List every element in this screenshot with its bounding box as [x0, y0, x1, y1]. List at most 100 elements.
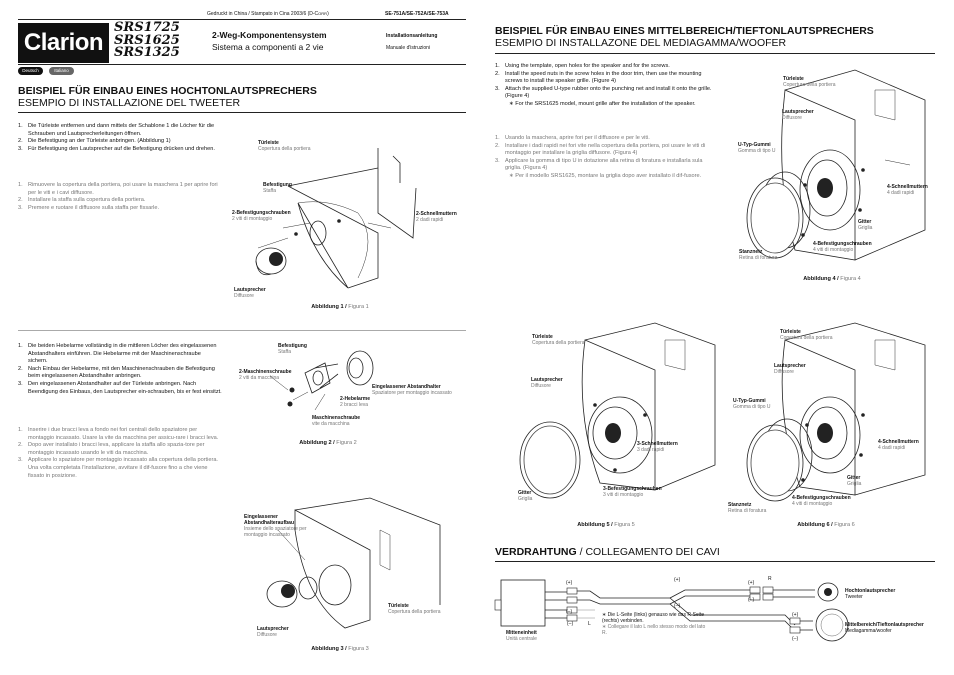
- tweeter-step2-it-2: 2. Dopo aver installato i bracci leva, ap…: [18, 442, 222, 457]
- fig1-caption: Abbildung 1 / Figura 1: [311, 304, 369, 310]
- step-number: 1.: [18, 182, 23, 188]
- tweeter-step-it-2: 2.Installare la staffa sulla copertura d…: [18, 197, 222, 205]
- fig4-caption: Abbildung 4 / Figura 4: [803, 276, 861, 282]
- caption-de: Abbildung 4: [803, 276, 836, 282]
- step-number: 3.: [495, 85, 500, 92]
- tab-deutsch[interactable]: Deutsch: [18, 67, 43, 75]
- tweeter-step2-de-2: 2. Nach Einbau der Hebelarme, mit den Mas…: [18, 366, 222, 381]
- tweeter-title-it: ESEMPIO DI INSTALLAZIONE DEL TWEETER: [18, 97, 241, 109]
- tweeter-steps2-de: 1.Die beiden Hebelarme vollständig in di…: [18, 343, 222, 396]
- label-de: Eingelassener Abstandhalteraufbau: [244, 514, 295, 526]
- label-de: 2-Befestigungschrauben: [232, 210, 291, 216]
- step-number: 3.: [18, 380, 23, 387]
- tweeter-step-de-1: 1.Die Türleiste entfernen und dann mitte…: [18, 123, 222, 138]
- caption-it: Figura 1: [348, 304, 369, 310]
- header-rule-top: [18, 19, 466, 20]
- step-text: Inserire i due bracci leva a fondo nei f…: [28, 427, 219, 441]
- label-it: Diffusore: [531, 383, 551, 389]
- step-number: 2.: [495, 142, 500, 149]
- caption-de: Abbildung 6: [797, 522, 830, 528]
- step-number: 2.: [18, 138, 23, 145]
- label-it: Staffa: [263, 188, 276, 194]
- woofer-step-it-1: 1.Usando la maschera, aprire fori per il…: [495, 135, 719, 143]
- woofer-steps-en: 1.Using the template, open holes for the…: [495, 63, 719, 109]
- model-srs1325: SRS1325: [114, 45, 180, 60]
- woofer-step-en-1: 1.Using the template, open holes for the…: [495, 63, 719, 71]
- label-de: 3-Schnellmuttern: [637, 441, 678, 447]
- label-it: Griglia: [847, 481, 862, 487]
- step-number: 3.: [18, 204, 23, 211]
- label-it: 4 dadi rapidi: [887, 190, 915, 196]
- label-de: Stanznetz: [739, 249, 763, 255]
- caption-it: Figura 4: [840, 276, 861, 282]
- tweeter-step2-it-3: 3.Applicare lo spaziatore per montaggio …: [18, 457, 222, 480]
- label-de: Lautsprecher: [234, 287, 266, 293]
- label-de: Türleiste: [532, 334, 553, 340]
- label-it: Retina di foratura: [739, 255, 778, 261]
- wiring-title-it: COLLEGAMENTO DEI CAVI: [585, 546, 720, 558]
- step-text: Applicare lo spaziatore per montaggio in…: [28, 457, 218, 479]
- tweeter-steps-de: 1.Die Türleiste entfernen und dann mitte…: [18, 123, 222, 153]
- tab-italiano[interactable]: Italiano: [49, 67, 74, 75]
- step-text: ∗ For the SRS1625 model, mount grille af…: [509, 100, 696, 107]
- step-text: Nach Einbau der Hebelarme, mit den Masch…: [28, 365, 215, 380]
- head-unit-it: Unità centrale: [506, 636, 537, 642]
- figure-6-drawing: [746, 322, 926, 502]
- label-it: Diffusore: [774, 369, 794, 375]
- model-srs1625: SRS1625: [114, 32, 180, 48]
- woofer-title-it: ESEMPIO DI INSTALLAZONE DEL MEDIAGAMMA/W…: [495, 37, 787, 49]
- label-it: Copertura della portiera: [388, 609, 441, 615]
- label-it: Gomma di tipo U: [738, 148, 776, 154]
- step-text: Dopo aver installato i bracci leva, appl…: [28, 442, 205, 456]
- label-it: Copertura della portiera: [783, 82, 836, 88]
- head-unit-de: Mitteneinheit: [506, 630, 537, 636]
- wiring-plus-4: (+): [792, 612, 799, 618]
- step-text: Install the speed nuts in the screw hole…: [505, 70, 702, 85]
- fig5-caption: Abbildung 5 / Figura 5: [577, 522, 635, 528]
- caption-de: Abbildung 2: [299, 440, 332, 446]
- figure-5-drawing: [519, 322, 716, 499]
- label-de: 4-Schnellmuttern: [887, 184, 928, 190]
- label-it: 2 viti da macchina: [239, 375, 280, 381]
- figure-2-drawing: [269, 350, 374, 411]
- fig2-caption: Abbildung 2 / Figura 2: [299, 440, 357, 446]
- system-title-it: Sistema a componenti a 2 vie: [212, 42, 324, 52]
- label-de: 3-Befestigungschrauben: [603, 486, 662, 492]
- label-it: 4 viti di montaggio: [792, 501, 833, 507]
- wiring-diagram: [494, 579, 849, 642]
- step-text: Installare i dadi rapidi nei fori vite n…: [505, 142, 706, 157]
- woofer-title-rule: [495, 53, 935, 54]
- label-de: Gitter: [518, 490, 532, 496]
- label-de: Türleiste: [258, 140, 279, 146]
- tweeter-step-de-2: 2. Die Befestigung an der Türleiste anbri…: [18, 138, 222, 146]
- label-it: Copertura della portiera: [532, 340, 585, 346]
- print-info-suffix: ORR: [318, 11, 328, 16]
- label-de: 4-Schnellmuttern: [878, 439, 919, 445]
- step-number: 2.: [18, 442, 23, 449]
- wiring-plus-1: (+): [566, 580, 573, 586]
- wiring-minus-5: (–): [567, 621, 574, 627]
- label-it: Retina di foratura: [728, 508, 767, 514]
- caption-de: Abbildung 5: [577, 522, 610, 528]
- tweeter-de: Hochtonlautsprecher: [845, 588, 896, 594]
- label-de: Befestigung: [278, 343, 307, 349]
- step-text: Die Befestigung an der Türleiste anbring…: [28, 138, 171, 145]
- print-info-text: Gedruckt in China / Stampato in Cina 200…: [207, 11, 319, 17]
- label-de: 2-Maschinenschraube: [239, 369, 292, 375]
- step-number: 2.: [18, 365, 23, 372]
